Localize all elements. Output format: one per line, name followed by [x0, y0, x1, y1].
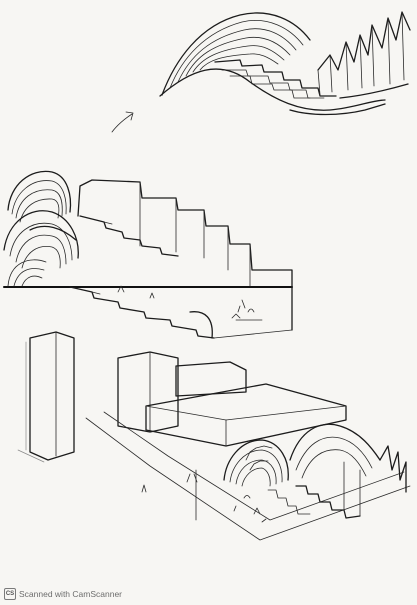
- camscanner-watermark: CS Scanned with CamScanner: [4, 588, 122, 600]
- top-wave-staircase-sketch: [111, 11, 411, 133]
- bottom-perspective-sketch: [17, 331, 411, 541]
- camscanner-logo-icon: CS: [4, 588, 16, 600]
- watermark-text: Scanned with CamScanner: [19, 589, 123, 599]
- middle-section-terrace-sketch: [3, 170, 293, 339]
